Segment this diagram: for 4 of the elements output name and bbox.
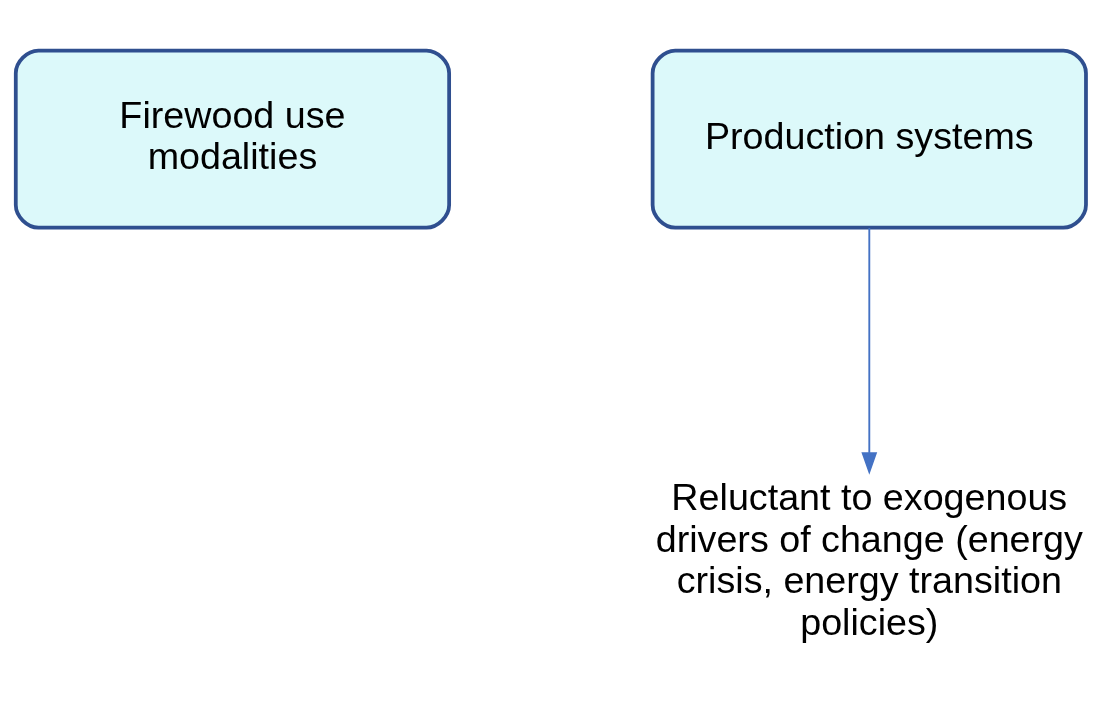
- arrow: [861, 227, 878, 475]
- node-text: Reluctant to exogenous drivers of change (energy crisis, energy transition policies): [655, 476, 1083, 643]
- node-box: Firewood use modalities: [13, 48, 451, 230]
- node-box: Production systems: [650, 48, 1088, 230]
